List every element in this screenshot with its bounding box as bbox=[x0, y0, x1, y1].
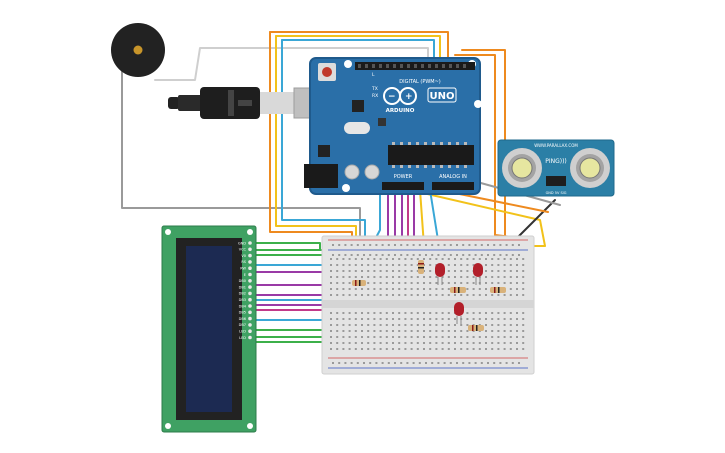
buzzer-wire bbox=[121, 69, 361, 251]
lcd-pin-label: VCC bbox=[239, 248, 247, 252]
ultrasonic-sensor: WWW.PARALLAX.COM PING))) GND 5V SIG bbox=[497, 139, 615, 197]
lcd-pin bbox=[248, 279, 252, 283]
lcd-pin-label: GND bbox=[238, 241, 246, 245]
sensor-model: PING))) bbox=[545, 158, 567, 165]
power-label: POWER bbox=[394, 174, 413, 180]
lcd-pin bbox=[248, 291, 252, 296]
lcd-pin-label: DB4 bbox=[239, 304, 247, 308]
resistor-5 bbox=[468, 325, 484, 331]
lcd-pin-label: DB0 bbox=[239, 279, 246, 283]
lcd-pin bbox=[248, 260, 252, 264]
sensor-pins: GND 5V SIG bbox=[546, 191, 567, 195]
lcd-pin-label: DB3 bbox=[239, 298, 246, 302]
arduino-uno-board: DIGITAL (PWM~) − + ARDUINO UNO TX RX L bbox=[304, 57, 482, 195]
lcd-pin bbox=[248, 253, 252, 258]
resistor-2 bbox=[418, 260, 424, 274]
green-wire-1 bbox=[254, 242, 321, 251]
resistor-4 bbox=[490, 287, 506, 293]
digital-label: DIGITAL (PWM~) bbox=[399, 79, 441, 85]
power-jack bbox=[304, 164, 338, 188]
lcd-pin bbox=[248, 310, 252, 315]
resistor-3 bbox=[450, 287, 466, 293]
lcd-pin-label: DB6 bbox=[239, 317, 246, 321]
lcd-pin bbox=[248, 285, 252, 289]
sensor-brand: WWW.PARALLAX.COM bbox=[534, 143, 578, 148]
breadboard bbox=[321, 235, 535, 375]
lcd-pin-label: DB1 bbox=[239, 285, 246, 289]
lcd-pin-label: LED bbox=[239, 336, 246, 340]
lcd-pin-label: DB7 bbox=[239, 323, 246, 327]
lcd-pin-label: DB2 bbox=[239, 292, 246, 296]
lcd-pin-label: E bbox=[244, 273, 246, 277]
lcd-pin bbox=[248, 266, 252, 271]
arduino-logo: − + bbox=[383, 87, 417, 105]
lcd-pin bbox=[248, 241, 252, 245]
led-2 bbox=[473, 263, 483, 285]
power-header bbox=[382, 182, 424, 190]
led-3 bbox=[454, 302, 464, 324]
arduino-model: UNO bbox=[430, 91, 455, 102]
lcd-pin-label: V0 bbox=[241, 254, 246, 258]
sensor-wire-black bbox=[514, 199, 556, 241]
lcd-pin bbox=[248, 335, 252, 340]
lcd-pin bbox=[248, 329, 252, 334]
arduino-logo-text: ARDUINO bbox=[386, 108, 415, 114]
leds bbox=[435, 263, 483, 324]
rx-label: RX bbox=[372, 93, 378, 99]
piezo-buzzer bbox=[111, 23, 165, 77]
lcd-pin bbox=[248, 297, 252, 302]
usb-white-wire bbox=[154, 47, 429, 81]
lcd-pin-label: RW bbox=[240, 267, 246, 271]
led-1 bbox=[435, 263, 445, 285]
resistors bbox=[352, 260, 506, 331]
yellow-wire-1 bbox=[275, 35, 441, 65]
analog-header bbox=[432, 182, 474, 190]
resistor-1 bbox=[352, 280, 366, 286]
l-label: L bbox=[372, 72, 375, 78]
svg-text:−: − bbox=[388, 92, 396, 102]
lcd-pin bbox=[248, 247, 252, 252]
lcd-pin-label: DB5 bbox=[239, 311, 246, 315]
analog-label: ANALOG IN bbox=[439, 174, 467, 180]
lcd-pin bbox=[248, 316, 252, 321]
svg-text:+: + bbox=[405, 92, 413, 102]
lcd-pin bbox=[248, 323, 252, 327]
lcd-pin-label: LED bbox=[239, 330, 246, 334]
lcd-pin bbox=[248, 304, 252, 308]
microcontroller-chip bbox=[388, 145, 474, 165]
tx-label: TX bbox=[371, 86, 378, 92]
orange-wire-1 bbox=[269, 31, 449, 65]
lcd-screen bbox=[186, 246, 232, 412]
lcd-pin bbox=[248, 272, 252, 277]
lcd-pin-label: RS bbox=[241, 260, 246, 264]
blue-wire-1 bbox=[281, 39, 435, 65]
